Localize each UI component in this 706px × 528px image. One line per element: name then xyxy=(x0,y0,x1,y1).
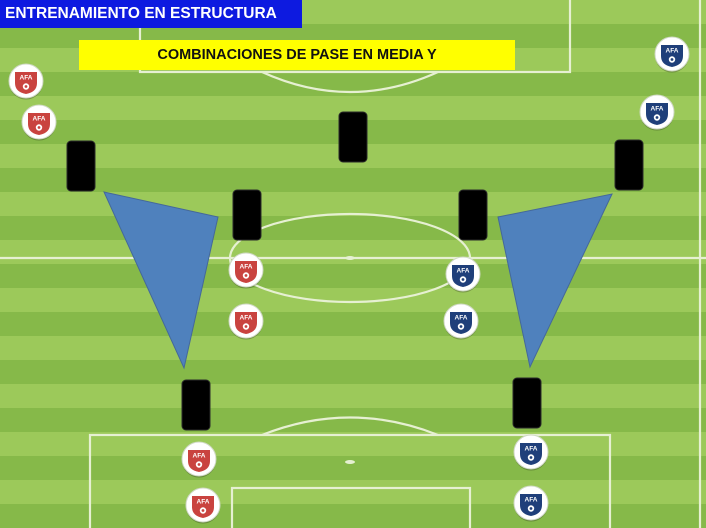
passing-triangle-right xyxy=(497,193,613,369)
pitch-stripe xyxy=(0,288,706,312)
afa-crest-red-icon: AFA xyxy=(228,252,264,289)
afa-crest-red-icon: AFA xyxy=(21,104,57,141)
position-marker xyxy=(614,139,644,191)
player-badges: AFA AFA AFA AFA AFA AFA AFA AFA AFA AFA AFA AFA xyxy=(8,36,690,524)
pitch-stripe xyxy=(0,168,706,192)
pitch-stripe xyxy=(0,312,706,336)
pitch-stripe xyxy=(0,408,706,432)
page-title: ENTRENAMIENTO EN ESTRUCTURA xyxy=(0,0,302,28)
pitch-stripe xyxy=(0,504,706,528)
pitch-stripe xyxy=(0,480,706,504)
bottom-goal-box xyxy=(230,486,472,528)
position-marker xyxy=(181,379,211,431)
bottom-penalty-box xyxy=(88,433,612,528)
badge-letters: AFA xyxy=(33,116,46,123)
pitch-stripe xyxy=(0,264,706,288)
badge-letters: AFA xyxy=(455,315,468,322)
badge-letters: AFA xyxy=(20,75,33,82)
position-marker xyxy=(338,111,368,163)
afa-crest-blue-icon: AFA xyxy=(654,36,690,73)
pitch-stripe xyxy=(0,456,706,480)
center-spot xyxy=(345,256,355,260)
afa-crest-red-icon: AFA xyxy=(228,303,264,340)
passing-triangle-left xyxy=(103,191,219,370)
badge-letters: AFA xyxy=(240,264,253,271)
bottom-penalty-arc xyxy=(261,416,439,437)
afa-crest-red-icon: AFA xyxy=(185,487,221,524)
badge-letters: AFA xyxy=(525,446,538,453)
badge-letters: AFA xyxy=(651,106,664,113)
badge-letters: AFA xyxy=(457,268,470,275)
pitch-stripe xyxy=(0,384,706,408)
afa-crest-blue-icon: AFA xyxy=(513,434,549,471)
exercise-subtitle: COMBINACIONES DE PASE EN MEDIA Y xyxy=(79,40,515,70)
afa-crest-blue-icon: AFA xyxy=(443,303,479,340)
bottom-penalty-spot xyxy=(345,460,355,464)
top-penalty-box xyxy=(138,0,572,74)
pitch-stripe xyxy=(0,336,706,360)
afa-crest-red-icon: AFA xyxy=(8,63,44,100)
afa-crest-blue-icon: AFA xyxy=(639,94,675,131)
position-marker xyxy=(458,189,488,241)
badge-letters: AFA xyxy=(240,315,253,322)
top-penalty-arc xyxy=(261,70,439,94)
badge-letters: AFA xyxy=(197,499,210,506)
pitch-stripe xyxy=(0,360,706,384)
pitch-stripe xyxy=(0,240,706,264)
afa-crest-red-icon: AFA xyxy=(181,441,217,478)
badge-letters: AFA xyxy=(525,497,538,504)
pitch-spots xyxy=(345,256,355,464)
position-marker xyxy=(232,189,262,241)
position-marker xyxy=(66,140,96,192)
position-markers xyxy=(66,111,644,431)
badge-letters: AFA xyxy=(193,453,206,460)
badge-letters: AFA xyxy=(666,48,679,55)
position-marker xyxy=(512,377,542,429)
afa-crest-blue-icon: AFA xyxy=(513,485,549,522)
afa-crest-blue-icon: AFA xyxy=(445,256,481,293)
